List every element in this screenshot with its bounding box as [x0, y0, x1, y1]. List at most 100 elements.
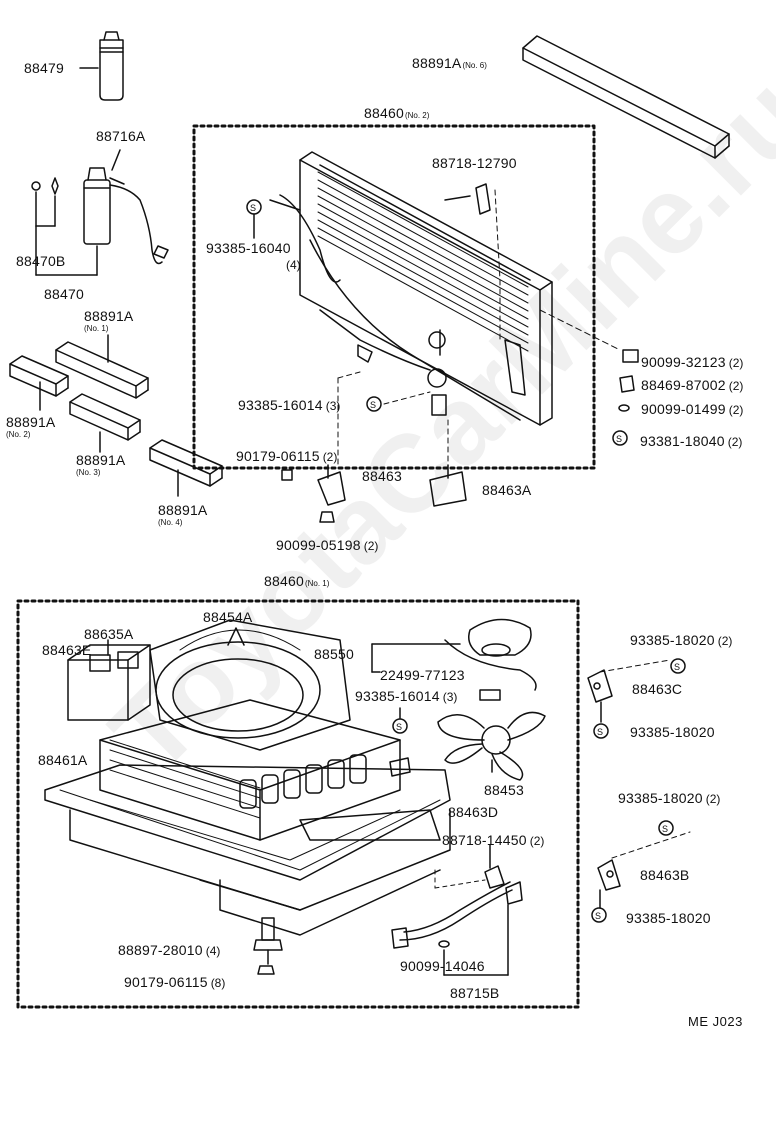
part-label-90099-14046: 90099-14046 — [400, 958, 485, 974]
receiver-dryer-part — [31, 149, 169, 276]
condenser-fasteners: S — [612, 349, 639, 446]
part-label-90179-06115-top: 90179-06115(2) — [236, 448, 337, 465]
svg-text:S: S — [396, 722, 402, 732]
svg-text:S: S — [595, 911, 601, 921]
side-brackets: S S S S — [587, 658, 691, 923]
part-number: 22499-77123 — [380, 667, 465, 683]
part-label-88463d: 88463D — [448, 804, 498, 820]
part-label-90099-01499: 90099-01499(2) — [641, 401, 743, 418]
part-label-88470: 88470 — [44, 286, 84, 302]
part-number: 88470B — [16, 253, 66, 269]
part-number: 88891A — [84, 308, 134, 324]
part-number: 93385-18020 — [630, 632, 715, 648]
part-label-93385-18020-a: 93385-18020(2) — [630, 632, 732, 649]
part-number: 88470 — [44, 286, 84, 302]
insulator-blocks — [9, 334, 223, 497]
part-note: (No. 4) — [158, 518, 183, 527]
part-label-88453: 88453 — [484, 782, 524, 798]
part-number: 88891A — [412, 55, 462, 71]
part-number: 88460 — [364, 105, 404, 121]
part-label-88463a: 88463A — [482, 482, 531, 498]
part-number: 88891A — [158, 502, 208, 518]
part-label-88479: 88479 — [24, 60, 64, 76]
radiator-group-label: 88460(No. 1) — [264, 573, 329, 592]
part-label-93385-16040: 93385-16040 (4) — [206, 240, 301, 273]
part-label-88461a: 88461A — [38, 752, 87, 768]
part-label-88891a-no6: 88891A(No. 6) — [412, 55, 487, 74]
part-label-93385-16014-top: 93385-16014(3) — [238, 397, 340, 414]
svg-text:S: S — [674, 662, 680, 672]
part-label-88891a-no2: 88891A(No. 2) — [6, 414, 55, 439]
part-number: 88463 — [362, 468, 402, 484]
part-number: 88460 — [264, 573, 304, 589]
part-label-93385-18020-d: 93385-18020 — [626, 910, 711, 926]
part-label-88891a-no1: 88891A(No. 1) — [84, 308, 133, 333]
condenser-connectors: S S — [246, 199, 621, 479]
part-qty: (4) — [286, 258, 301, 272]
part-number: 88461A — [38, 752, 88, 768]
part-number: 88718-12790 — [432, 155, 517, 171]
part-label-90179-06115-bot: 90179-06115(8) — [124, 974, 225, 991]
part-qty: (2) — [728, 379, 744, 393]
part-qty: (2) — [728, 356, 744, 370]
part-number: 90099-14046 — [400, 958, 485, 974]
part-qty: (8) — [210, 976, 226, 990]
part-number: 88891A — [76, 452, 126, 468]
part-qty: (2) — [322, 450, 338, 464]
part-number: 93385-16040 — [206, 240, 291, 256]
part-label-88470b: 88470B — [16, 253, 65, 269]
part-number: 93385-16014 — [238, 397, 323, 413]
part-label-88715b: 88715B — [450, 985, 499, 1001]
part-note: (No. 1) — [304, 579, 330, 588]
part-number: 88463E — [42, 642, 92, 658]
part-number: 88463D — [448, 804, 499, 820]
condenser-group-label: 88460(No. 2) — [364, 105, 429, 124]
svg-text:S: S — [616, 434, 622, 444]
part-number: 90099-01499 — [641, 401, 726, 417]
condenser-brackets — [281, 464, 467, 523]
part-number: 88891A — [6, 414, 56, 430]
part-qty: (3) — [325, 399, 341, 413]
part-label-88454a: 88454A — [203, 609, 252, 625]
part-label-93381-18040: 93381-18040(2) — [640, 433, 742, 450]
base-frame — [44, 764, 451, 936]
part-label-88716a: 88716A — [96, 128, 145, 144]
part-number: 88635A — [84, 626, 134, 642]
part-number: 88715B — [450, 985, 500, 1001]
part-number: 90179-06115 — [124, 974, 208, 990]
part-label-88718-12790: 88718-12790 — [432, 155, 517, 171]
part-qty: (2) — [717, 634, 733, 648]
capacitors — [239, 754, 367, 809]
part-number: 88463A — [482, 482, 532, 498]
part-qty: (2) — [705, 792, 721, 806]
part-note: (No. 2) — [404, 111, 430, 120]
part-number: 90179-06115 — [236, 448, 320, 464]
part-label-88891a-no4: 88891A(No. 4) — [158, 502, 207, 527]
part-label-90099-32123: 90099-32123(2) — [641, 354, 743, 371]
part-number: 88550 — [314, 646, 354, 662]
svg-text:S: S — [370, 400, 376, 410]
part-number: 88469-87002 — [641, 377, 726, 393]
part-qty: (4) — [205, 944, 221, 958]
part-label-88891a-no3: 88891A(No. 3) — [76, 452, 125, 477]
part-number: 88479 — [24, 60, 64, 76]
part-number: 88463C — [632, 681, 683, 697]
part-note: (No. 2) — [6, 430, 31, 439]
part-number: 88718-14450 — [442, 832, 527, 848]
part-qty: (2) — [727, 435, 743, 449]
part-qty: (2) — [529, 834, 545, 848]
insulator-no6-part — [522, 35, 730, 159]
part-number: 93385-18020 — [618, 790, 703, 806]
diagram-code: ME J023 — [688, 1014, 743, 1029]
part-qty: (2) — [363, 539, 379, 553]
part-number: 88716A — [96, 128, 146, 144]
part-note: (No. 1) — [84, 324, 109, 333]
part-qty: (3) — [442, 690, 458, 704]
part-label-88550: 88550 — [314, 646, 354, 662]
part-label-88463: 88463 — [362, 468, 402, 484]
part-label-93385-18020-c: 93385-18020(2) — [618, 790, 720, 807]
pipe-88715b — [391, 844, 523, 976]
part-number: 88453 — [484, 782, 524, 798]
part-label-93385-18020-b: 93385-18020 — [630, 724, 715, 740]
